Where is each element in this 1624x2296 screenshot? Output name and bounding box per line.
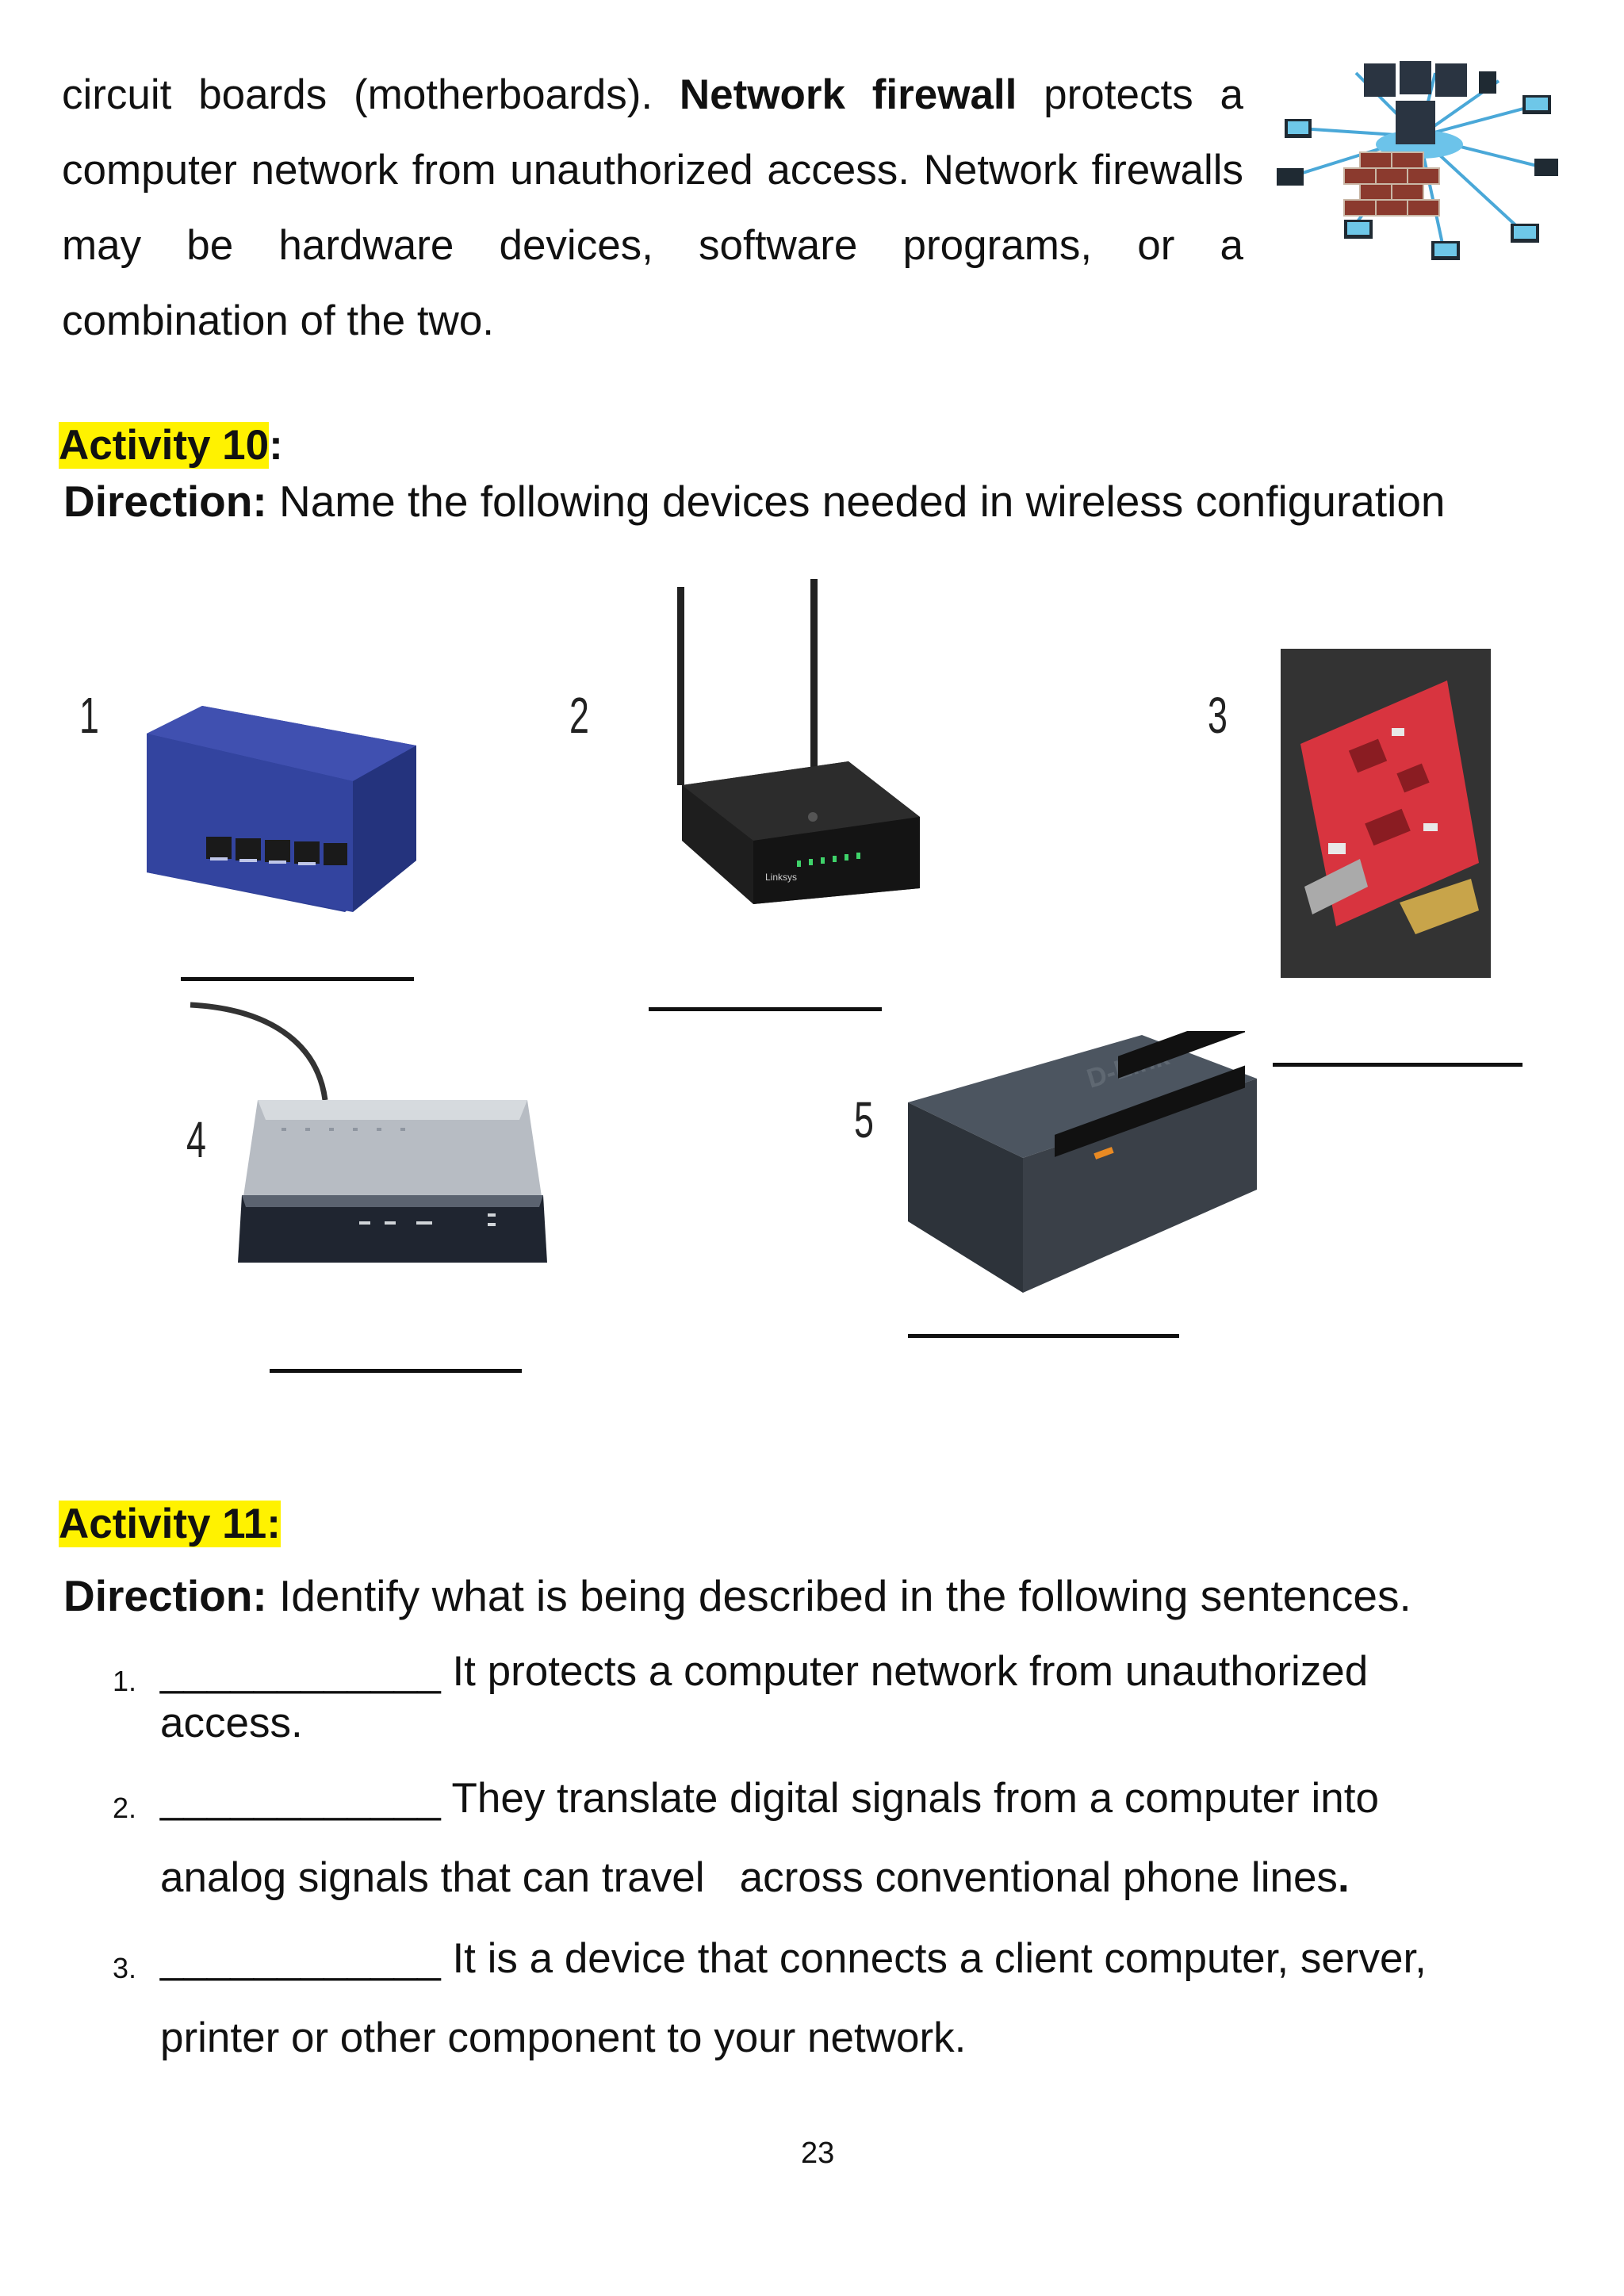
- network-firewall-illustration: [1269, 57, 1570, 271]
- item-2-text-cont: analog signals that can travel across co…: [160, 1854, 1338, 1901]
- answer-blank-1[interactable]: [181, 977, 414, 981]
- device-number-2: 2: [569, 687, 589, 744]
- device-5-image: D-Link: [904, 1031, 1261, 1293]
- answer-blank-3[interactable]: [1273, 1063, 1522, 1067]
- page-number: 23: [801, 2137, 835, 2170]
- item-2-period: .: [1337, 1854, 1350, 1901]
- item-3-text: It is a device that connects a client co…: [440, 1935, 1427, 1982]
- device-2-image: Linksys: [666, 579, 920, 952]
- wireless-router-icon: Linksys: [677, 579, 920, 904]
- answer-blank-item-3[interactable]: ____________: [160, 1935, 441, 1982]
- answer-blank-item-1[interactable]: ____________: [160, 1648, 441, 1695]
- device-number-4: 4: [186, 1111, 206, 1168]
- answer-blank-5[interactable]: [908, 1334, 1179, 1338]
- modem-icon: [190, 1002, 547, 1263]
- item-number-2: 2.: [113, 1792, 137, 1824]
- item-1-line-a: ____________ It protects a computer netw…: [160, 1632, 1368, 1711]
- item-2-line-b: analog signals that can travel across co…: [160, 1838, 1350, 1918]
- direction-label: Direction:: [63, 477, 267, 526]
- item-2-text: They translate digital signals from a co…: [440, 1775, 1379, 1822]
- firewall-diagram-icon: [1277, 61, 1558, 260]
- intro-text-rest: protects a computer network from unautho…: [62, 71, 1243, 344]
- activity-11-direction: Direction: Identify what is being descri…: [63, 1570, 1411, 1621]
- item-2-line-a: ____________ They translate digital sign…: [160, 1759, 1379, 1838]
- item-1-text: It protects a computer network from unau…: [440, 1648, 1369, 1695]
- intro-text-start: circuit boards (motherboards).: [62, 71, 680, 118]
- item-3-line-a: ____________ It is a device that connect…: [160, 1919, 1427, 1999]
- item-number-1: 1.: [113, 1665, 137, 1697]
- activity-11-label: Activity 11:: [59, 1501, 281, 1547]
- direction-label: Direction:: [63, 1571, 267, 1620]
- answer-blank-2[interactable]: [649, 1007, 882, 1011]
- activity-10-heading: Activity 10:: [59, 420, 283, 471]
- network-card-icon: [1300, 680, 1479, 934]
- item-3-line-b: printer or other component to your netwo…: [160, 2014, 967, 2061]
- router-brand-label: Linksys: [765, 872, 797, 883]
- activity-10-direction: Direction: Name the following devices ne…: [63, 476, 1446, 527]
- activity-10-label: Activity 10: [59, 422, 270, 469]
- activity-10-colon: :: [269, 422, 283, 469]
- activity-11-heading: Activity 11:: [59, 1499, 281, 1550]
- answer-blank-item-2[interactable]: ____________: [160, 1775, 441, 1822]
- answer-blank-4[interactable]: [270, 1369, 522, 1373]
- firewall-term: Network firewall: [679, 71, 1017, 118]
- device-number-5: 5: [854, 1091, 874, 1148]
- device-number-1: 1: [79, 687, 99, 744]
- device-number-3: 3: [1208, 687, 1228, 744]
- device-4-image: [186, 1001, 551, 1294]
- network-switch-icon: D-Link: [908, 1031, 1257, 1293]
- device-3-image: [1281, 649, 1491, 978]
- direction-text: Name the following devices needed in wir…: [266, 477, 1446, 526]
- direction-text: Identify what is being described in the …: [266, 1571, 1411, 1620]
- intro-paragraph: circuit boards (motherboards). Network f…: [62, 57, 1243, 358]
- network-hub-icon: [147, 706, 416, 912]
- item-number-3: 3.: [113, 1952, 137, 1984]
- item-1-line-b: access.: [160, 1700, 303, 1746]
- device-1-image: [139, 702, 424, 916]
